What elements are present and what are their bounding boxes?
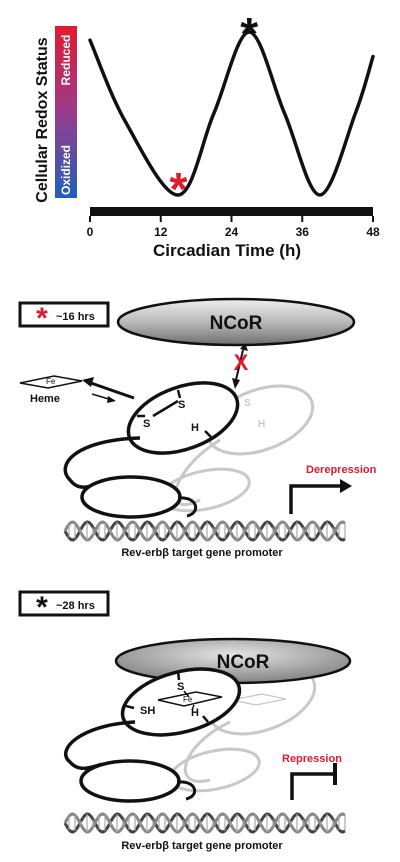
domain-tick — [125, 704, 135, 710]
gradient-label-reduced: Reduced — [59, 35, 73, 86]
redox-curve — [88, 30, 375, 197]
panel-28hrs: * ~28 hrs NCoR Fe S SH H Repression Rev-… — [18, 590, 352, 852]
x-tick-label: 48 — [366, 225, 380, 239]
time-label-box-28 — [18, 590, 110, 617]
h-fe-bond — [191, 704, 195, 711]
dna-strand — [63, 812, 346, 834]
arrow-head — [232, 378, 240, 389]
dna-helix — [63, 812, 346, 834]
time-label-box-16 — [18, 301, 110, 328]
x-tick-label: 36 — [296, 225, 310, 239]
h-label: H — [191, 422, 199, 434]
gradient-label-oxidized: Oxidized — [59, 145, 73, 195]
dna-helix — [63, 520, 346, 542]
black-asterisk-icon: * — [36, 591, 48, 624]
redox-chart: Cellular Redox Status Reduced Oxidized *… — [34, 8, 380, 260]
ghost-s-label: S — [244, 398, 251, 409]
heme-dissociation-arrow — [87, 380, 135, 400]
heme-fe-label: Fe — [46, 377, 56, 386]
arrow-head — [107, 396, 116, 403]
domain-tick — [176, 389, 182, 399]
s-fe-bond — [183, 690, 190, 698]
x-axis-label: Circadian Time (h) — [153, 241, 301, 260]
redox-gradient-bar — [55, 26, 77, 198]
s-label-1: S — [143, 418, 150, 430]
promoter-label: Rev-erbβ target gene promoter — [121, 547, 283, 559]
repression-symbol — [290, 772, 334, 800]
heme-icon — [157, 691, 223, 707]
red-asterisk-icon: * — [36, 302, 48, 335]
s-label-2: S — [178, 399, 185, 411]
disulfide-bond — [152, 399, 179, 418]
ncor-interaction-arrow — [235, 349, 244, 381]
ghost-heme-icon — [231, 693, 287, 706]
heme-icon — [19, 375, 83, 389]
domain-tick — [202, 715, 209, 723]
arrow-head — [240, 343, 248, 351]
rev-erb-dna-binding-domain — [80, 475, 182, 519]
x-tick-label: 12 — [154, 225, 168, 239]
dna-strand — [63, 812, 346, 834]
x-tick-label: 0 — [87, 225, 94, 239]
domain-tick — [176, 670, 181, 681]
y-axis-label: Cellular Redox Status — [34, 37, 51, 202]
dna-strand — [63, 520, 346, 542]
trough-marker-icon: * — [169, 163, 187, 215]
time-label-16: ~16 hrs — [56, 311, 95, 323]
status-derepression: Derepression — [306, 464, 377, 476]
arrow-head — [340, 479, 352, 493]
x-tick-label: 24 — [225, 225, 239, 239]
ncor-complex — [116, 297, 356, 347]
ncor-label: NCoR — [210, 313, 263, 334]
panel-16hrs: * ~16 hrs S H NCoR X Fe Heme S S H — [18, 297, 377, 559]
rev-erb-dna-binding-domain — [79, 759, 181, 803]
heme-label: Heme — [30, 393, 60, 405]
heme-fe-label: Fe — [183, 695, 193, 704]
ghost-h-label: H — [258, 419, 265, 430]
sh-label: SH — [140, 705, 155, 717]
s-label-top: S — [177, 681, 184, 693]
dbd-tail — [177, 496, 198, 518]
h-label: H — [191, 707, 199, 719]
domain-tick — [204, 430, 212, 438]
dna-strand — [63, 520, 346, 542]
ncor-label: NCoR — [217, 652, 270, 673]
peak-marker-icon: * — [240, 8, 258, 60]
transcription-arrow — [289, 484, 340, 514]
blocked-x-icon: X — [234, 350, 249, 375]
dbd-tail — [176, 780, 197, 801]
status-repression: Repression — [282, 753, 342, 765]
time-label-28: ~28 hrs — [56, 600, 95, 612]
arrow-head — [82, 377, 94, 387]
promoter-label: Rev-erbβ target gene promoter — [121, 840, 283, 852]
x-axis-bar — [90, 207, 373, 216]
